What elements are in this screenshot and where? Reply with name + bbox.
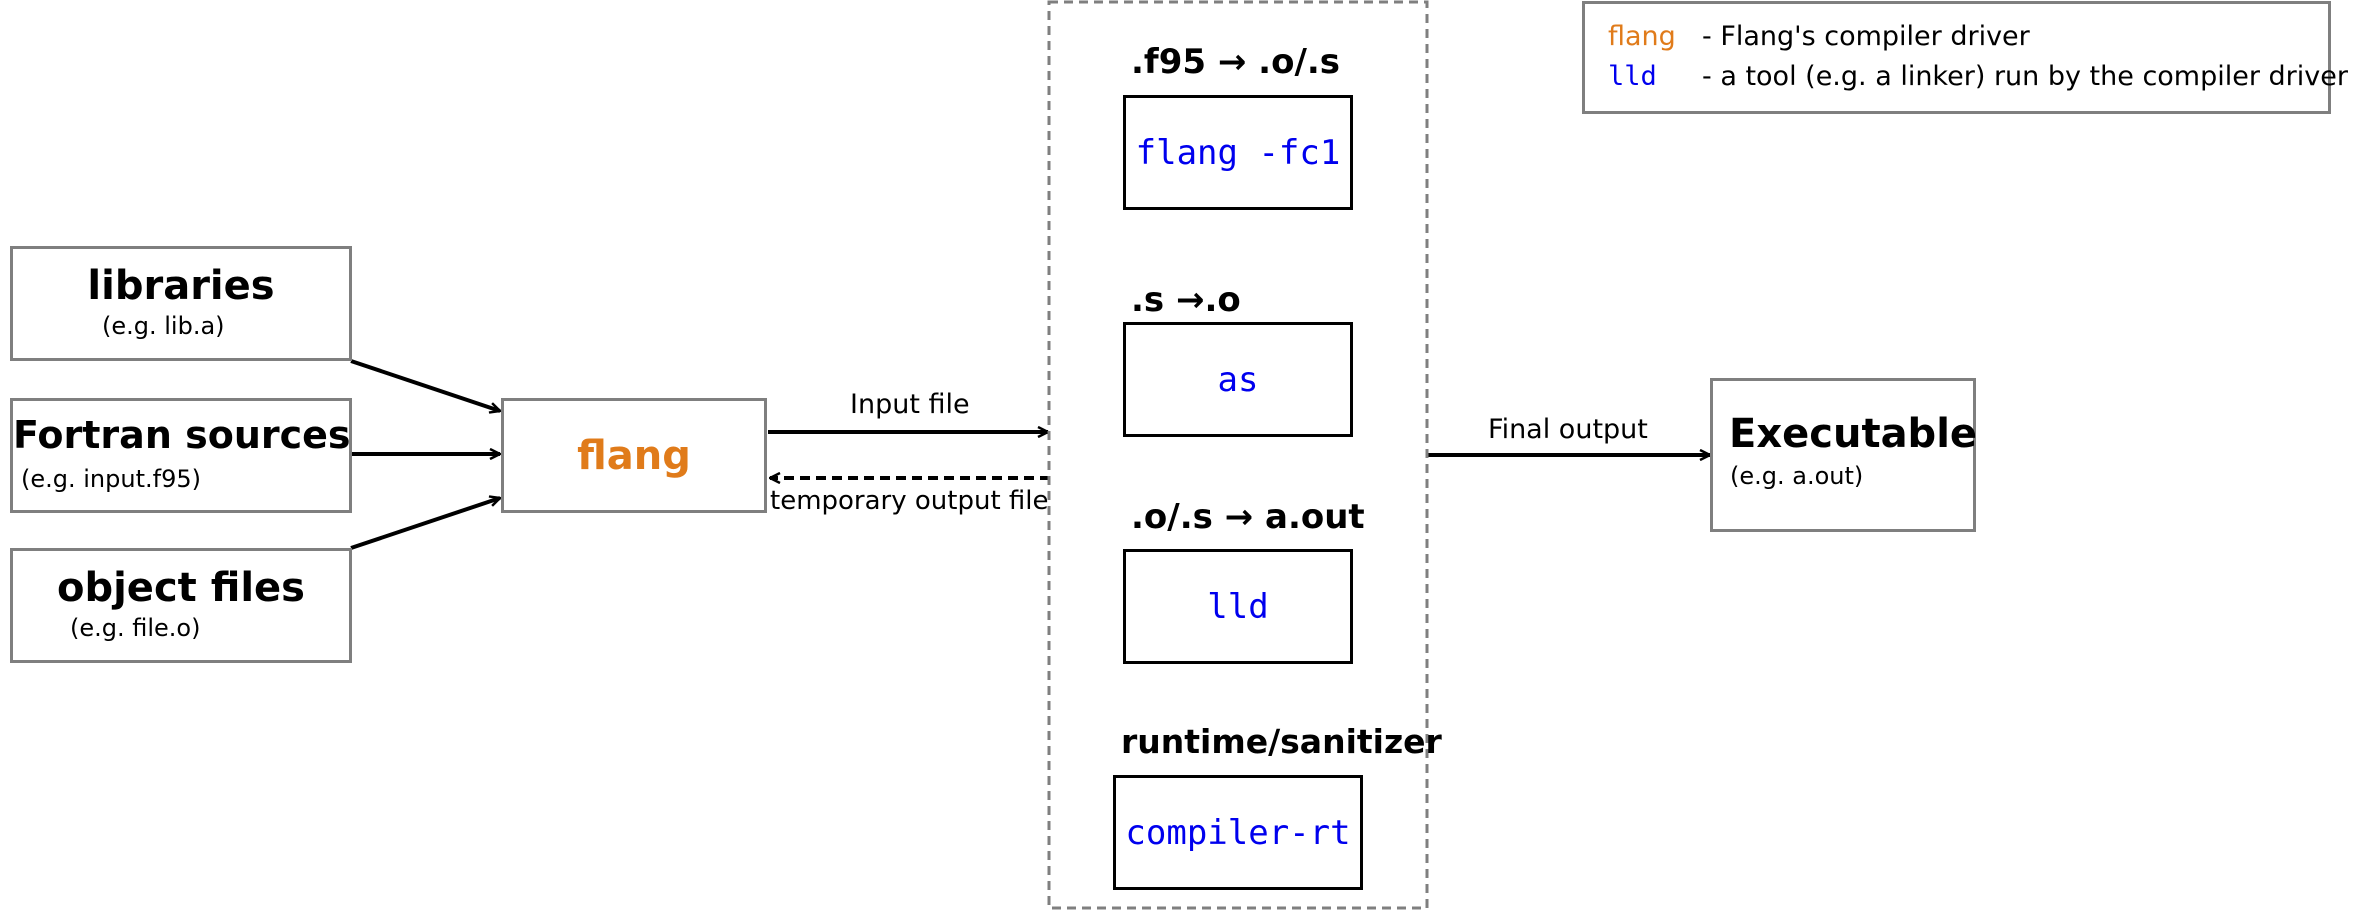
as-tool: as: [1123, 322, 1353, 437]
fortran-sources-example: (e.g. input.f95): [21, 465, 201, 493]
legend-flang-key: flang: [1608, 21, 1676, 52]
compiler-rt-tool: compiler-rt: [1113, 775, 1363, 890]
flang-driver-node: flang: [501, 398, 767, 513]
objects-to-flang-arrow: [350, 498, 500, 550]
legend-flang-desc: - Flang's compiler driver: [1702, 21, 2030, 52]
legend-lld-desc: - a tool (e.g. a linker) run by the comp…: [1702, 61, 2348, 92]
flang-fc1-tool: flang -fc1: [1123, 95, 1353, 210]
driver-stages-group: [1047, 0, 1429, 910]
fortran-sources-node: Fortran sources (e.g. input.f95): [10, 398, 352, 513]
object-files-title: object files: [56, 565, 305, 611]
executable-node: Executable (e.g. a.out): [1710, 378, 1978, 532]
executable-example: (e.g. a.out): [1730, 462, 1864, 490]
fortran-sources-title: Fortran sources: [13, 413, 351, 457]
libraries-node: libraries (e.g. lib.a): [10, 246, 352, 361]
flang-driver-label: flang: [577, 432, 691, 479]
legend: flang - Flang's compiler driver lld - a …: [1582, 1, 2348, 114]
input-file-label: Input file: [850, 389, 970, 420]
stage-heading-assemble: .s →.o: [1131, 280, 1241, 320]
stage-heading-link: .o/.s → a.out: [1131, 497, 1365, 537]
lld-tool: lld: [1123, 549, 1353, 664]
temporary-output-label: temporary output file: [770, 486, 1049, 516]
flang-fc1-label: flang -fc1: [1135, 132, 1341, 173]
lld-label: lld: [1207, 586, 1269, 627]
final-output-label: Final output: [1488, 414, 1648, 445]
object-files-example: (e.g. file.o): [70, 614, 201, 642]
libraries-to-flang-arrow: [350, 359, 500, 411]
compiler-rt-label: compiler-rt: [1125, 812, 1351, 853]
legend-lld-key: lld: [1608, 61, 1657, 92]
object-files-node: object files (e.g. file.o): [10, 548, 352, 663]
libraries-title: libraries: [87, 263, 275, 309]
stage-heading-runtime: runtime/sanitizer: [1121, 722, 1442, 761]
executable-title: Executable: [1729, 411, 1978, 457]
stage-heading-compile: .f95 → .o/.s: [1131, 42, 1341, 82]
libraries-example: (e.g. lib.a): [102, 312, 225, 340]
as-label: as: [1217, 359, 1259, 400]
